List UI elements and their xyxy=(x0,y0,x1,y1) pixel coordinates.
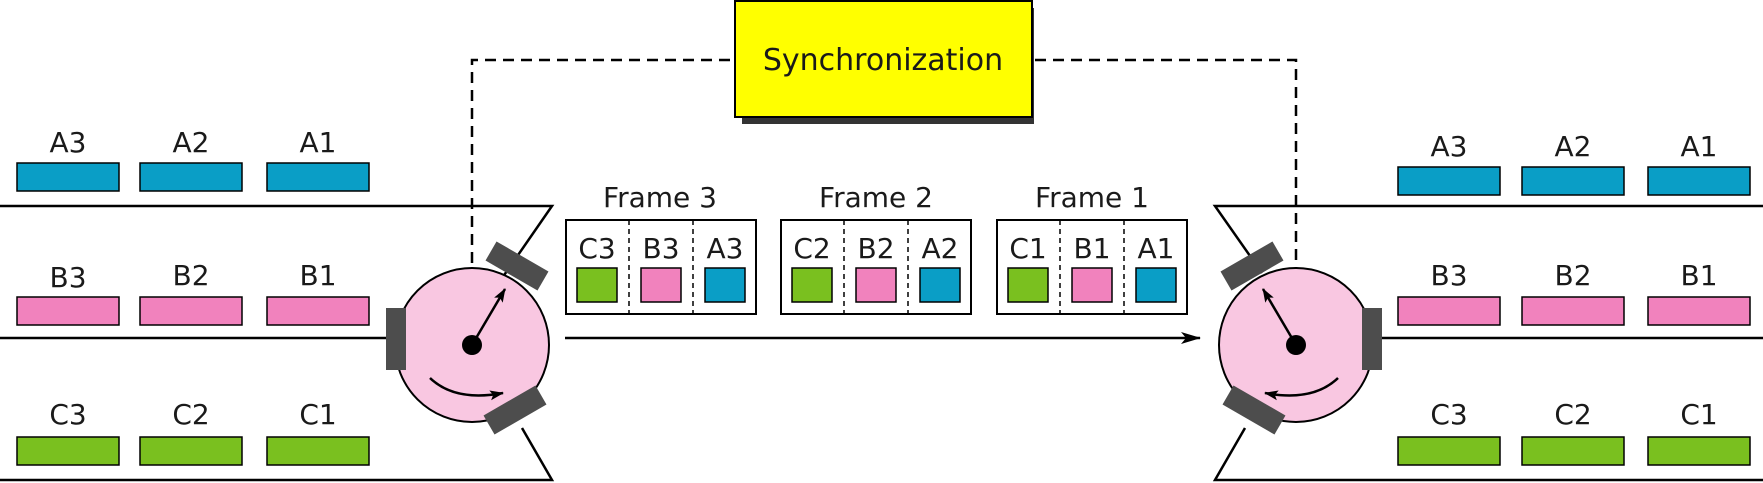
mux-output-contact xyxy=(386,308,406,370)
output-label-c1: C1 xyxy=(1680,398,1717,431)
input-line-bottom xyxy=(0,427,555,482)
output-label-a2: A2 xyxy=(1555,130,1592,163)
output-unit-a2 xyxy=(1521,166,1625,196)
frame-1-slot-label-b1: B1 xyxy=(1073,232,1110,265)
input-units: A3 A2 A1 B3 B2 B1 C3 C2 C1 xyxy=(16,126,370,466)
output-label-a3: A3 xyxy=(1431,130,1468,163)
multiplexer-switch xyxy=(386,241,550,435)
output-unit-c1 xyxy=(1647,436,1751,466)
frame-3-slot-label-c3: C3 xyxy=(578,232,615,265)
output-unit-b1 xyxy=(1647,296,1751,326)
frame-2-slot-b2 xyxy=(855,267,897,303)
frame-3: Frame 3 C3 B3 A3 xyxy=(565,181,757,315)
demux-pivot xyxy=(1286,335,1306,355)
frame-3-slot-c3 xyxy=(576,267,618,303)
sync-label: Synchronization xyxy=(763,43,1003,78)
mux-arm xyxy=(470,288,507,346)
demux-output-contact xyxy=(1362,308,1382,370)
input-label-c2: C2 xyxy=(172,398,209,431)
frame-2: Frame 2 C2 B2 A2 xyxy=(780,181,972,315)
demux-rotation-arrow xyxy=(1264,377,1339,401)
input-unit-b1 xyxy=(266,296,370,326)
demultiplexer-switch xyxy=(1218,241,1382,435)
mux-input-contact-top xyxy=(485,241,549,291)
input-unit-c2 xyxy=(139,436,243,466)
input-label-a2: A2 xyxy=(173,126,210,159)
frame-1-slot-label-c1: C1 xyxy=(1009,232,1046,265)
demux-arm xyxy=(1261,288,1298,346)
sync-link-left xyxy=(470,58,730,340)
input-unit-b2 xyxy=(139,296,243,326)
output-unit-c3 xyxy=(1397,436,1501,466)
input-label-b2: B2 xyxy=(172,259,209,292)
demux-input-contact-bottom xyxy=(1222,385,1286,435)
frame-1: Frame 1 C1 B1 A1 xyxy=(996,181,1188,315)
demux-input-contact-top xyxy=(1220,241,1284,291)
frame-3-slot-label-b3: B3 xyxy=(642,232,679,265)
frame-3-slot-a3 xyxy=(704,267,746,303)
input-unit-a3 xyxy=(16,162,120,192)
input-label-a3: A3 xyxy=(50,126,87,159)
frame-3-label: Frame 3 xyxy=(603,181,717,214)
frame-2-slot-c2 xyxy=(791,267,833,303)
output-unit-a1 xyxy=(1647,166,1751,196)
frame-2-label: Frame 2 xyxy=(819,181,933,214)
output-label-b3: B3 xyxy=(1430,259,1467,292)
mux-input-contact-bottom xyxy=(483,385,547,435)
output-label-a1: A1 xyxy=(1681,130,1718,163)
output-unit-b3 xyxy=(1397,296,1501,326)
output-line-top xyxy=(1212,204,1763,274)
output-unit-b2 xyxy=(1521,296,1625,326)
output-unit-a3 xyxy=(1397,166,1501,196)
output-label-b1: B1 xyxy=(1680,259,1717,292)
frame-2-slot-label-c2: C2 xyxy=(793,232,830,265)
input-unit-c3 xyxy=(16,436,120,466)
frame-1-slot-label-a1: A1 xyxy=(1138,232,1175,265)
input-unit-b3 xyxy=(16,296,120,326)
frame-1-slot-c1 xyxy=(1007,267,1049,303)
output-unit-c2 xyxy=(1521,436,1625,466)
input-unit-a1 xyxy=(266,162,370,192)
mux-rotation-arrow xyxy=(429,377,504,401)
frame-2-slot-label-b2: B2 xyxy=(857,232,894,265)
input-label-c1: C1 xyxy=(299,398,336,431)
output-label-c3: C3 xyxy=(1430,398,1467,431)
frame-1-label: Frame 1 xyxy=(1035,181,1149,214)
frame-3-slot-b3 xyxy=(640,267,682,303)
input-label-b3: B3 xyxy=(49,261,86,294)
sync-box xyxy=(734,0,1033,118)
input-label-b1: B1 xyxy=(299,259,336,292)
sync-link-right xyxy=(1035,58,1298,340)
mux-pivot xyxy=(462,335,482,355)
frame-3-slot-label-a3: A3 xyxy=(707,232,744,265)
frame-2-slot-a2 xyxy=(919,267,961,303)
input-unit-a2 xyxy=(139,162,243,192)
frame-2-slot-label-a2: A2 xyxy=(922,232,959,265)
input-unit-c1 xyxy=(266,436,370,466)
output-units: A3 A2 A1 B3 B2 B1 C3 C2 C1 xyxy=(1397,130,1751,466)
synchronization-block: Synchronization xyxy=(470,0,1298,340)
frame-1-slot-b1 xyxy=(1071,267,1113,303)
output-label-b2: B2 xyxy=(1554,259,1591,292)
frame-1-slot-a1 xyxy=(1135,267,1177,303)
output-lines xyxy=(1212,204,1763,482)
output-label-c2: C2 xyxy=(1554,398,1591,431)
input-label-a1: A1 xyxy=(300,126,337,159)
input-label-c3: C3 xyxy=(49,398,86,431)
output-line-bottom xyxy=(1212,427,1763,482)
